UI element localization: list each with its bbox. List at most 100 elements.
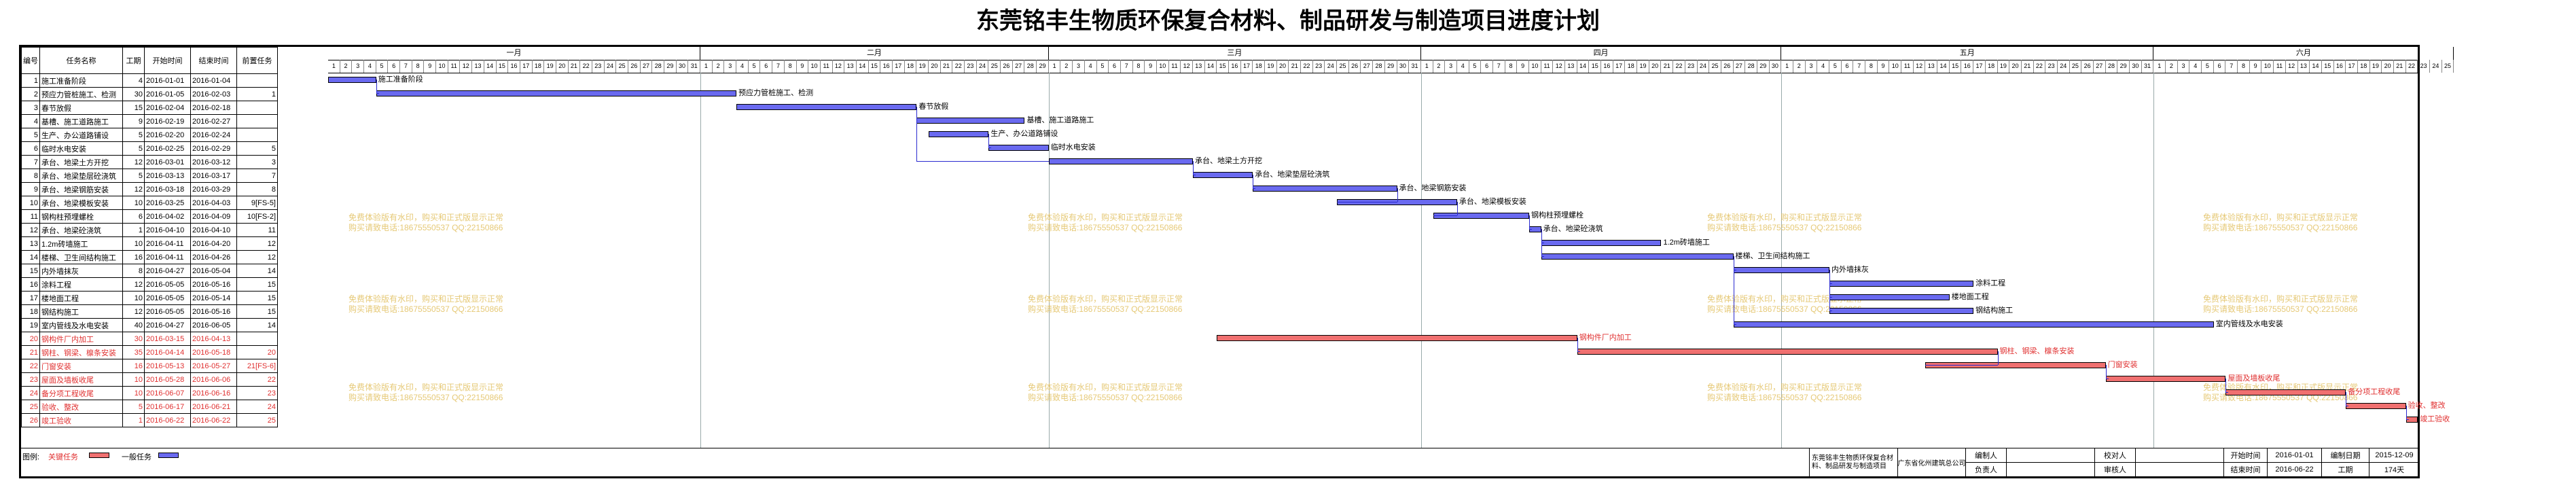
day-header: 15 bbox=[497, 60, 509, 73]
day-header: 15 bbox=[1950, 60, 1962, 73]
day-header: 28 bbox=[1745, 60, 1757, 73]
start-value: 2016-01-01 bbox=[2268, 448, 2322, 463]
day-header: 1 bbox=[1781, 60, 1793, 73]
task-start: 2016-04-11 bbox=[144, 250, 191, 264]
month-gridline bbox=[700, 73, 702, 448]
task-id: 12 bbox=[21, 223, 40, 237]
day-header: 13 bbox=[472, 60, 484, 73]
task-duration: 9 bbox=[122, 114, 145, 128]
day-header: 9 bbox=[797, 60, 809, 73]
task-bar[interactable] bbox=[1048, 158, 1193, 164]
legend-normal-label: 一般任务 bbox=[122, 453, 151, 461]
task-bar-label: 楼地面工程 bbox=[1951, 292, 1989, 301]
critical-task-bar[interactable] bbox=[2105, 375, 2226, 382]
day-header: 10 bbox=[1157, 60, 1169, 73]
duration-value: 174天 bbox=[2369, 463, 2420, 477]
task-bar[interactable] bbox=[1733, 321, 2214, 328]
watermark-line: 免费体验版有水印，购买和正式版显示正常 bbox=[1028, 294, 1183, 304]
day-header: 14 bbox=[857, 60, 869, 73]
day-header: 12 bbox=[2286, 60, 2298, 73]
critical-task-bar[interactable] bbox=[1217, 334, 1577, 341]
task-end: 2016-04-20 bbox=[190, 236, 237, 251]
watermark: 免费体验版有水印，购买和正式版显示正常购买请致电话:18675550537 QQ… bbox=[1707, 294, 1862, 315]
day-header: 7 bbox=[1853, 60, 1866, 73]
dependency-link bbox=[1829, 283, 1832, 284]
day-header: 26 bbox=[2081, 60, 2094, 73]
task-bar[interactable] bbox=[1829, 307, 1974, 314]
task-name: 基槽、施工道路施工 bbox=[39, 114, 123, 128]
day-header: 29 bbox=[664, 60, 677, 73]
task-predecessor bbox=[236, 128, 278, 142]
task-bar[interactable] bbox=[1192, 171, 1253, 178]
critical-task-bar[interactable] bbox=[1577, 348, 1998, 355]
day-header: 11 bbox=[448, 60, 461, 73]
watermark-line: 免费体验版有水印，购买和正式版显示正常 bbox=[1707, 213, 1863, 222]
task-start: 2016-01-01 bbox=[144, 73, 191, 88]
task-start: 2016-03-15 bbox=[144, 332, 191, 346]
dependency-link bbox=[1577, 351, 1580, 352]
task-id: 14 bbox=[21, 250, 40, 264]
task-id: 6 bbox=[21, 141, 40, 156]
task-bar[interactable] bbox=[1541, 253, 1734, 260]
watermark-line: 免费体验版有水印，购买和正式版显示正常 bbox=[1707, 383, 1863, 392]
watermark-line: 免费体验版有水印，购买和正式版显示正常 bbox=[348, 294, 504, 304]
day-header: 15 bbox=[1589, 60, 1602, 73]
day-header: 28 bbox=[1373, 60, 1385, 73]
task-bar-label: 钢结构施工 bbox=[1975, 306, 2014, 315]
day-header: 15 bbox=[1217, 60, 1229, 73]
task-duration: 10 bbox=[122, 196, 145, 210]
task-bar[interactable] bbox=[916, 117, 1025, 124]
task-start: 2016-06-22 bbox=[144, 413, 191, 427]
task-bar[interactable] bbox=[1733, 266, 1829, 273]
task-bar-label: 屋面及墙板收尾 bbox=[2228, 374, 2280, 383]
critical-task-bar[interactable] bbox=[2225, 389, 2346, 395]
owner-value bbox=[2007, 463, 2095, 477]
task-id: 8 bbox=[21, 169, 40, 183]
task-bar[interactable] bbox=[1829, 280, 1974, 287]
critical-task-bar[interactable] bbox=[2346, 402, 2406, 409]
day-header: 15 bbox=[2322, 60, 2334, 73]
task-bar[interactable] bbox=[1829, 294, 1950, 300]
watermark: 免费体验版有水印，购买和正式版显示正常购买请致电话:18675550537 QQ… bbox=[2203, 213, 2358, 233]
task-bar[interactable] bbox=[988, 144, 1049, 151]
task-bar[interactable] bbox=[929, 130, 989, 137]
task-start: 2016-05-13 bbox=[144, 359, 191, 373]
task-end: 2016-03-29 bbox=[190, 182, 237, 196]
legend-critical-swatch bbox=[89, 453, 109, 458]
task-bar-label: 楼梯、卫生间结构施工 bbox=[1735, 251, 1810, 260]
task-bar-label: 竣工验收 bbox=[2420, 414, 2450, 423]
day-header: 17 bbox=[1973, 60, 1986, 73]
day-header: 6 bbox=[2214, 60, 2226, 73]
day-header: 20 bbox=[2009, 60, 2022, 73]
day-header: 21 bbox=[2394, 60, 2406, 73]
task-id: 22 bbox=[21, 359, 40, 373]
day-header: 11 bbox=[1901, 60, 1914, 73]
day-header: 5 bbox=[2202, 60, 2214, 73]
day-header: 16 bbox=[880, 60, 893, 73]
task-predecessor: 21[FS-6] bbox=[236, 359, 278, 373]
day-header: 14 bbox=[2310, 60, 2322, 73]
task-start: 2016-04-14 bbox=[144, 345, 191, 359]
task-bar[interactable] bbox=[328, 76, 376, 83]
day-header: 9 bbox=[1517, 60, 1529, 73]
day-header: 23 bbox=[2418, 60, 2430, 73]
day-header: 20 bbox=[1277, 60, 1289, 73]
task-bar[interactable] bbox=[1253, 185, 1397, 192]
day-header: 18 bbox=[1625, 60, 1638, 73]
day-header: 6 bbox=[388, 60, 401, 73]
column-header-start: 开始时间 bbox=[144, 47, 191, 74]
task-bar[interactable] bbox=[376, 90, 737, 96]
task-id: 10 bbox=[21, 196, 40, 210]
day-header: 16 bbox=[1601, 60, 1613, 73]
day-header: 23 bbox=[1685, 60, 1698, 73]
task-name: 1.2m砖墙施工 bbox=[39, 236, 123, 251]
watermark-line: 购买请致电话:18675550537 QQ:22150866 bbox=[1707, 393, 1862, 402]
watermark: 免费体验版有水印，购买和正式版显示正常购买请致电话:18675550537 QQ… bbox=[1028, 213, 1183, 233]
task-bar[interactable] bbox=[1541, 239, 1662, 246]
task-bar[interactable] bbox=[736, 103, 917, 110]
day-header: 12 bbox=[1181, 60, 1193, 73]
